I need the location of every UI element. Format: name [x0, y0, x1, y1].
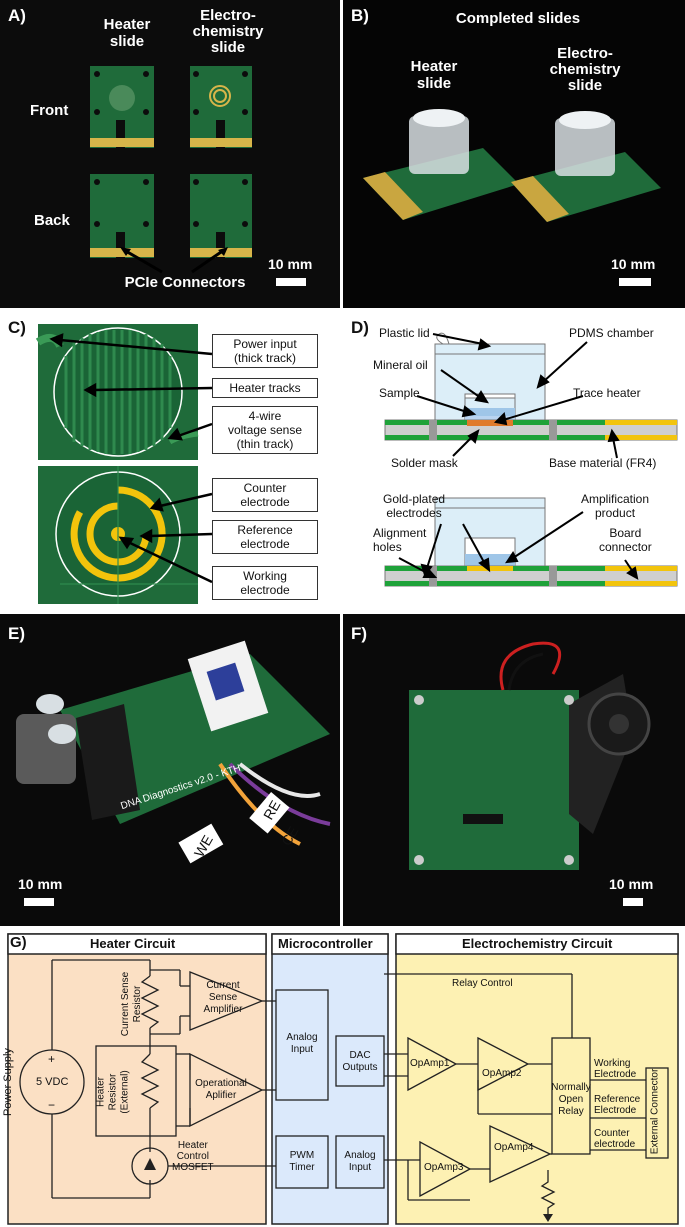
scale-bar-f [623, 898, 643, 906]
panel-d: D) [343, 312, 685, 610]
label-trace-heater: Trace heater [573, 386, 641, 400]
panel-b-label: B) [351, 6, 369, 25]
back-row-label: Back [34, 212, 70, 229]
front-row-label: Front [30, 102, 69, 119]
scale-label-b: 10 mm [611, 256, 656, 272]
label-plastic-lid: Plastic lid [379, 326, 430, 340]
callout-working-electrode: Working electrode [212, 566, 318, 600]
panel-e: E) DNA Diagnostics v2.0 - KTH WE RE CE 1… [0, 614, 340, 926]
heater-resistor-label: Heater Resistor (External) [95, 1070, 131, 1114]
micro-pwm-timer: PWM Timer [289, 1150, 315, 1173]
scale-label-f: 10 mm [609, 876, 654, 892]
callout-heater-tracks: Heater tracks [212, 378, 318, 398]
opamp1-label: OpAmp1 [410, 1058, 450, 1069]
completed-slides-photo [363, 109, 661, 222]
top-cross-section [384, 332, 678, 441]
vdc-minus: − [48, 1098, 56, 1112]
label-base-material: Base material (FR4) [549, 456, 657, 470]
bottom-cross-section [384, 497, 678, 587]
echem-analog-input: Analog Input [344, 1150, 376, 1173]
micro-title: Microcontroller [278, 936, 373, 951]
label-gold-electrodes: Gold-plated electrodes [383, 492, 446, 520]
heater-slide-front [90, 66, 154, 148]
panel-a-label: A) [8, 6, 26, 25]
label-solder-mask: Solder mask [391, 456, 458, 470]
circuit-schematic [7, 933, 679, 1225]
label-sample: Sample [379, 386, 420, 400]
relay-label: Normally Open Relay [551, 1082, 591, 1117]
heater-slide-back [90, 174, 154, 258]
label-pdms-chamber: PDMS chamber [569, 326, 654, 340]
panel-b: B) Completed slides Heater slide Electro… [343, 0, 685, 308]
mosfet-label: Heater Control MOSFET [172, 1140, 214, 1173]
label-amplification-product: Amplification product [581, 492, 650, 520]
working-electrode-label: Working Electrode [594, 1058, 637, 1080]
callout-power-input: Power input (thick track) [212, 334, 318, 368]
slides-photo-a [90, 66, 252, 274]
dac-outputs: DAC Outputs [342, 1050, 378, 1073]
power-supply-label: Power Supply [1, 1048, 14, 1116]
micro-analog-input: Analog Input [286, 1032, 318, 1055]
vdc-label: 5 VDC [36, 1076, 69, 1088]
scale-bar-e [24, 898, 54, 906]
opamp4-label: OpAmp4 [494, 1142, 534, 1153]
panel-g: G) Heater Circuit Microcontroller Electr… [0, 930, 685, 1227]
vdc-plus: + [48, 1052, 56, 1066]
scale-bar-b [619, 278, 651, 286]
current-sense-resistor-label: Current Sense Resistor [120, 971, 144, 1037]
panel-f: F) 10 mm [343, 614, 685, 926]
panel-g-label: G) [10, 934, 27, 951]
panel-d-label: D) [351, 318, 369, 337]
device-photo-e [16, 640, 331, 864]
echem-slide-front [190, 66, 252, 148]
external-connector-label: External Connector [649, 1068, 661, 1155]
heater-layout-image [35, 324, 213, 604]
echem-slide-label-b: Electro- chemistry slide [549, 45, 621, 94]
device-photo-f [409, 641, 651, 870]
heater-slide-label-b: Heater slide [410, 58, 458, 92]
callout-voltage-sense: 4-wire voltage sense (thin track) [212, 406, 318, 454]
echem-circuit-title: Electrochemistry Circuit [462, 936, 613, 951]
op-amp-label: Operational Aplifier [195, 1078, 247, 1101]
relay-control-label: Relay Control [452, 978, 513, 989]
opamp3-label: OpAmp3 [424, 1162, 464, 1173]
callout-counter-electrode: Counter electrode [212, 478, 318, 512]
label-mineral-oil: Mineral oil [373, 358, 428, 372]
callout-reference-electrode: Reference electrode [212, 520, 318, 554]
panel-e-label: E) [8, 624, 25, 643]
pcie-connectors-label: PCIe Connectors [124, 274, 246, 291]
panel-c-label: C) [8, 318, 26, 337]
reference-electrode-label: Reference Electrode [594, 1094, 641, 1116]
label-alignment-holes: Alignment holes [373, 526, 427, 554]
cross-section-diagram [384, 332, 678, 587]
heater-circuit-title: Heater Circuit [90, 936, 176, 951]
panel-a: A) Heater slide Electro- chemistry slide… [0, 0, 340, 308]
label-board-connector: Board connector [599, 526, 652, 554]
opamp2-label: OpAmp2 [482, 1068, 522, 1079]
counter-electrode-label: Counter electrode [594, 1128, 636, 1150]
current-sense-amp-label: Current Sense Amplifier [203, 980, 243, 1015]
scale-label-e: 10 mm [18, 876, 63, 892]
echem-slide-heading: Electro- chemistry slide [192, 7, 264, 56]
panel-c: C) Power input (thick trac [0, 312, 340, 610]
scale-bar-a [276, 278, 306, 286]
panel-f-label: F) [351, 624, 368, 643]
completed-slides-title: Completed slides [455, 10, 581, 27]
heater-slide-heading: Heater slide [103, 16, 151, 50]
echem-slide-back [190, 174, 252, 258]
scale-label-a: 10 mm [268, 256, 313, 272]
